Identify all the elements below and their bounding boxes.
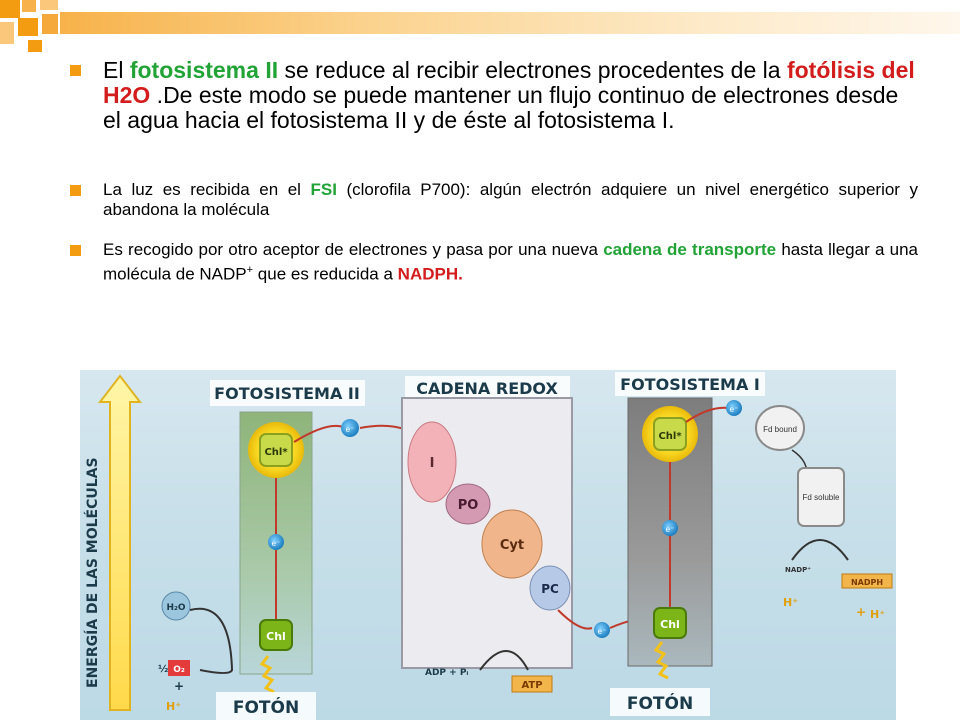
plus-sign: +	[856, 605, 866, 619]
electron-label: e⁻	[346, 425, 355, 434]
bullet-text: La luz es recibida en el FSI (clorofila …	[103, 180, 918, 219]
electron-icon	[341, 419, 359, 437]
carrier-pc-label: PC	[541, 582, 559, 596]
foton-ps1-box	[610, 688, 710, 716]
energy-axis-label: ENERGÍA DE LAS MOLÉCULAS	[84, 457, 101, 688]
bullet-marker	[70, 185, 81, 196]
carrier-po-label: PO	[458, 498, 479, 513]
electron-label: e⁻	[598, 627, 607, 636]
chl-ps1	[653, 607, 687, 639]
energy-arrow	[97, 374, 143, 711]
carrier-cyt-label: Cyt	[500, 538, 524, 553]
h-plus-nadph: H⁺	[870, 608, 885, 621]
fd-soluble	[797, 467, 845, 527]
header-square	[0, 22, 14, 44]
photon-ps1-wave	[653, 641, 669, 680]
nadph-label: NADPH	[851, 578, 883, 587]
electron-icon	[726, 400, 742, 416]
header-square	[40, 0, 58, 10]
fd-soluble-label: Fd soluble	[803, 493, 840, 502]
chl-star-ps1-label: Chl*	[658, 431, 682, 442]
nadp-label: NADP⁺	[785, 566, 811, 574]
header-square	[0, 0, 20, 18]
ps1-title-box	[615, 372, 765, 396]
bullet-text: Es recogido por otro aceptor de electron…	[103, 240, 918, 284]
bullet-list: El fotosistema II se reduce al recibir e…	[70, 58, 918, 285]
electron-label: e⁻	[730, 405, 739, 414]
header-square	[22, 0, 36, 12]
carrier-pc	[529, 565, 571, 611]
redox-title-box	[405, 376, 570, 400]
atp-label: ATP	[521, 680, 542, 691]
chl-star-ps2-label: Chl*	[264, 447, 288, 458]
bullet-marker	[70, 65, 81, 76]
electron-icon	[594, 622, 610, 638]
nadp-reduction-arrow	[791, 539, 849, 561]
plus-sign: +	[174, 679, 184, 693]
h2o-label: H₂O	[166, 603, 185, 613]
header-square	[28, 40, 42, 52]
bullet-item: Es recogido por otro aceptor de electron…	[70, 240, 918, 285]
electron-label: e⁻	[272, 539, 281, 548]
h-plus-water: H⁺	[166, 700, 181, 713]
atp-synthesis-arrow	[479, 650, 529, 671]
electron-icon	[268, 534, 284, 550]
ps1-title: FOTOSISTEMA I	[620, 375, 760, 394]
header-gradient-bar	[60, 12, 960, 34]
fd-bound	[755, 405, 805, 451]
header-square	[42, 14, 58, 34]
h-plus-nadp: H⁺	[783, 596, 798, 609]
carrier-i	[407, 421, 457, 503]
header-square	[18, 18, 38, 36]
redox-exit-arrow	[557, 609, 593, 630]
foton-ps2-box	[216, 692, 316, 720]
chl-star-ps1	[653, 417, 687, 451]
bullet-marker	[70, 245, 81, 256]
chl-ps2-label: Chl	[266, 630, 286, 643]
chl-star-ps2	[259, 433, 293, 467]
bullet-text: El fotosistema II se reduce al recibir e…	[103, 57, 915, 133]
foton-ps2-label: FOTÓN	[233, 696, 299, 718]
water-to-chl-arrow	[189, 607, 234, 674]
bullet-item: La luz es recibida en el FSI (clorofila …	[70, 180, 918, 220]
electron-icon	[662, 520, 678, 536]
chl-ps1-label: Chl	[660, 618, 680, 631]
ps2-title: FOTOSISTEMA II	[214, 384, 360, 403]
half-label: ½	[158, 664, 168, 675]
chl-ps2	[259, 619, 293, 651]
photon-ps2-wave	[259, 655, 275, 694]
carrier-i-label: I	[430, 456, 435, 471]
photosynthesis-diagram: ENERGÍA DE LAS MOLÉCULAS FOTOSISTEMA II …	[80, 370, 896, 720]
h2o-molecule	[161, 591, 191, 621]
nadph-box	[841, 573, 893, 589]
carrier-po	[445, 483, 491, 525]
foton-ps1-label: FOTÓN	[627, 692, 693, 714]
diagram-svg: ENERGÍA DE LAS MOLÉCULAS FOTOSISTEMA II …	[84, 372, 893, 720]
o2-box	[168, 660, 190, 676]
ps1-to-fd-arrow	[685, 406, 729, 423]
electron-label: e⁻	[666, 525, 675, 534]
fd-bound-label: Fd bound	[763, 425, 797, 434]
adp-label: ADP + Pᵢ	[425, 668, 468, 678]
redox-title: CADENA REDOX	[416, 379, 558, 398]
bullet-item: El fotosistema II se reduce al recibir e…	[70, 58, 918, 160]
o2-label: O₂	[173, 665, 185, 675]
ps2-title-box	[210, 380, 365, 406]
carrier-cyt	[481, 509, 543, 579]
atp-box	[511, 675, 553, 693]
